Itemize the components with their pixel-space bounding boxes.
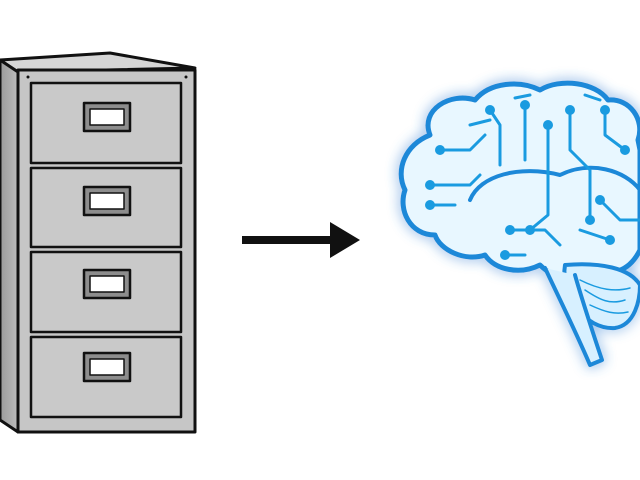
drawer-handles	[82, 101, 132, 383]
brain-stem	[543, 266, 604, 367]
circuit-traces	[428, 93, 640, 314]
circuit-nodes	[425, 100, 630, 260]
drawer-handle-3	[82, 268, 132, 300]
temporal-lobe	[468, 165, 640, 202]
cabinet-side	[0, 58, 20, 434]
arrow-right-icon	[242, 222, 360, 258]
drawer-handle-1	[82, 101, 132, 133]
drawer-handle-2	[82, 185, 132, 217]
circuit-brain-icon	[398, 80, 640, 367]
filing-cabinet-icon	[0, 51, 197, 434]
drawer-handle-4	[82, 351, 132, 383]
